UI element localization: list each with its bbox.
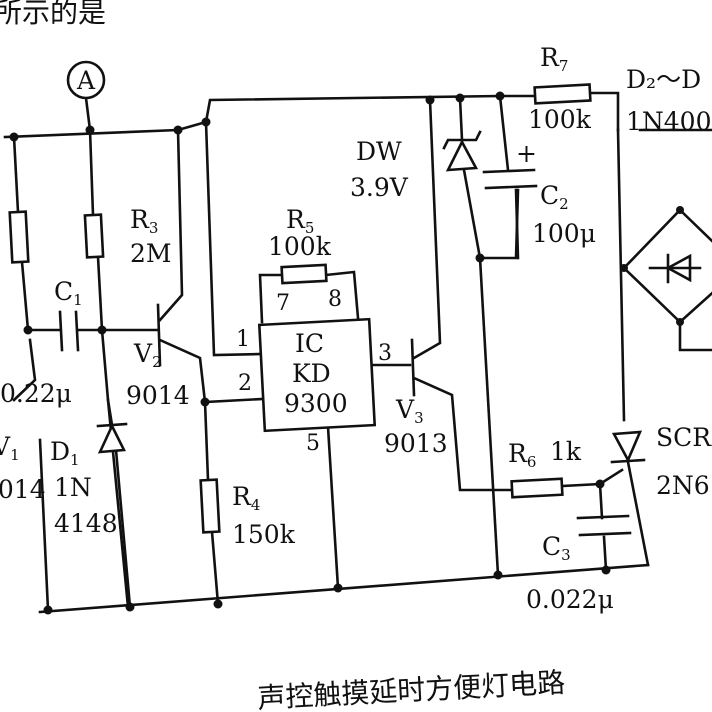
r4-value: 150k bbox=[232, 520, 296, 549]
r7-value: 100k bbox=[528, 105, 592, 134]
scr-value: 2N6 bbox=[656, 471, 710, 500]
c3-label: C3 bbox=[542, 532, 571, 564]
diode-d1 bbox=[96, 422, 128, 454]
ammeter-label: A bbox=[76, 66, 96, 95]
r3-value: 2M bbox=[130, 239, 172, 268]
zener-dw bbox=[442, 130, 482, 172]
r4-label: R4 bbox=[232, 482, 260, 514]
c2-polarity: + bbox=[516, 139, 537, 168]
c2-label: C2 bbox=[540, 181, 569, 213]
v2-label: V2 bbox=[133, 339, 162, 371]
r6-value: 1k bbox=[550, 437, 582, 466]
ammeter-circle bbox=[66, 60, 106, 100]
resistor-r6 bbox=[510, 477, 564, 499]
resistor-meter bbox=[83, 213, 105, 259]
ic-line3: 9300 bbox=[284, 389, 348, 418]
scr-label: SCR bbox=[656, 423, 712, 452]
wiring bbox=[3, 91, 712, 614]
d1-value1: 1N bbox=[54, 473, 92, 502]
v1-label: V1 bbox=[0, 432, 20, 464]
v2-value: 9014 bbox=[126, 381, 190, 410]
dw-value: 3.9V bbox=[350, 173, 409, 202]
c3-value: 0.022μ bbox=[526, 585, 614, 614]
scr bbox=[610, 430, 646, 464]
c1-value: 0.22μ bbox=[0, 379, 72, 408]
c2-value: 100μ bbox=[532, 219, 596, 248]
resistor-r7 bbox=[533, 83, 592, 105]
bridge-value: 1N400 bbox=[626, 107, 712, 136]
ic-pin3: 3 bbox=[378, 341, 392, 366]
v3-label: V3 bbox=[395, 395, 424, 427]
capacitor-c2 bbox=[482, 168, 538, 190]
capacitor-c3 bbox=[576, 514, 632, 537]
r7-label: R7 bbox=[540, 43, 568, 75]
ic-line1: IC bbox=[295, 329, 324, 358]
c1-label: C1 bbox=[54, 277, 83, 309]
ammeter: A bbox=[66, 60, 106, 100]
bridge-label: D₂～D bbox=[626, 65, 701, 94]
resistor-left bbox=[8, 210, 30, 264]
ic-line2: KD bbox=[292, 359, 331, 388]
v3-value: 9013 bbox=[384, 429, 448, 458]
component-labels: R3 2M R5 100k R4 150k R6 1k R7 100k C1 0… bbox=[0, 43, 712, 614]
r3-label: R3 bbox=[130, 205, 158, 237]
dw-label: DW bbox=[356, 137, 402, 166]
ic-pin2: 2 bbox=[238, 371, 252, 396]
ic-pin1: 1 bbox=[236, 327, 250, 352]
d1-value2: 4148 bbox=[54, 509, 118, 538]
ic-pin5: 5 bbox=[306, 431, 320, 456]
r6-label: R6 bbox=[508, 439, 536, 471]
ic-kd9300: IC KD 9300 1 2 3 5 7 8 bbox=[236, 287, 392, 456]
header-text: 所示的是 bbox=[0, 0, 106, 29]
resistor-r5 bbox=[280, 263, 328, 285]
resistor-r4 bbox=[199, 478, 221, 534]
bridge-rectifier bbox=[620, 206, 712, 326]
r5-value: 100k bbox=[268, 232, 332, 261]
ic-pin8: 8 bbox=[328, 287, 342, 312]
d1-label: D1 bbox=[50, 437, 80, 469]
caption-text: 声控触摸延时方便灯电路 bbox=[257, 666, 566, 712]
capacitor-c1 bbox=[58, 310, 80, 352]
r5-label: R5 bbox=[286, 205, 314, 237]
ic-pin7: 7 bbox=[276, 291, 290, 316]
v1-value: 9014 bbox=[0, 475, 46, 504]
junctions bbox=[9, 91, 611, 615]
